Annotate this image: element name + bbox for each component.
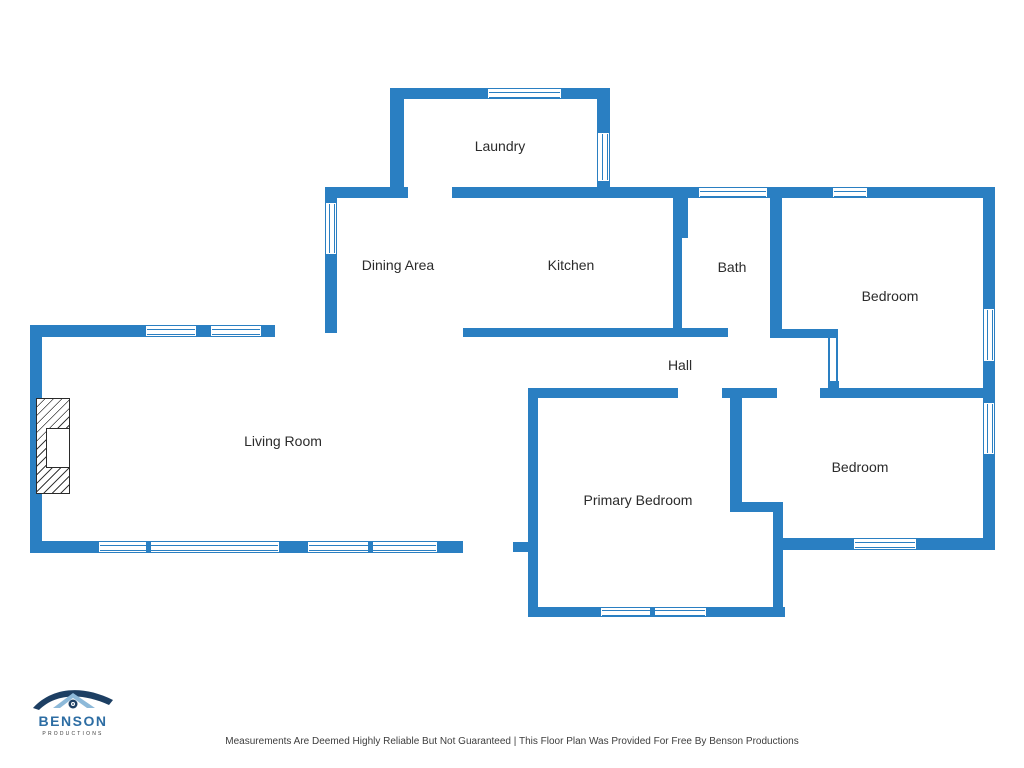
window-dining-left (325, 202, 337, 255)
door-jamb-left (828, 338, 830, 388)
wall-bedroom2-top (820, 388, 995, 398)
wall-primary-bedroom-left (528, 388, 538, 617)
footer-disclaimer: Measurements Are Deemed Highly Reliable … (225, 736, 799, 747)
wall-primary-bedroom-top (528, 388, 678, 398)
room-label-hall: Hall (667, 357, 693, 373)
wall-right-exterior (983, 187, 995, 550)
wall-bedrooms-divider (773, 502, 783, 617)
wall-top-kitchen (452, 187, 698, 198)
wall-closet-jog (730, 502, 782, 512)
window-mullion (146, 541, 151, 553)
wall-entry-stub (513, 542, 528, 552)
room-label-kitchen: Kitchen (547, 257, 595, 273)
room-label-dining-area: Dining Area (361, 257, 435, 273)
window-living-top-1 (145, 325, 197, 337)
room-label-primary-bedroom: Primary Bedroom (583, 492, 693, 508)
door-jamb-right (836, 338, 838, 388)
wall-top-bath-bedroom (768, 187, 832, 198)
window-mullion (650, 607, 655, 617)
wall-hall-top-right (770, 329, 838, 338)
wall-primary-bedroom-right (730, 392, 742, 512)
fireplace-firebox (46, 428, 70, 468)
wall-kitchen-bath-lower (673, 238, 682, 332)
wall-top-right (868, 187, 995, 198)
room-label-bedroom-top: Bedroom (861, 288, 919, 304)
window-living-bottom-1 (98, 541, 280, 553)
window-bedroom2-right (983, 402, 995, 455)
room-label-bedroom-bottom: Bedroom (831, 459, 889, 475)
logo-house-icon (33, 690, 113, 710)
wall-laundry-left (390, 88, 404, 191)
window-bath-top (698, 187, 768, 198)
window-bedroom-top (832, 187, 868, 198)
window-living-top-2 (210, 325, 262, 337)
wall-top-dining (325, 187, 408, 198)
window-laundry-top (487, 88, 562, 99)
room-label-living-room: Living Room (244, 433, 322, 449)
window-bedroom-right (983, 308, 995, 362)
wall-hall-bottom-mid (722, 388, 777, 398)
room-label-bath: Bath (717, 259, 747, 275)
wall-bath-right (770, 198, 782, 338)
logo: BENSON PRODUCTIONS (25, 684, 121, 737)
window-mullion (368, 541, 373, 553)
window-bedroom2-bottom (853, 538, 917, 550)
wall-door-stub (829, 381, 839, 388)
logo-name: BENSON (38, 713, 108, 729)
wall-kitchen-bath-upper (673, 187, 688, 238)
logo-tagline: PRODUCTIONS (42, 731, 104, 737)
room-label-laundry: Laundry (474, 138, 526, 154)
wall-kitchen-bottom (463, 328, 728, 337)
window-laundry-right (597, 132, 610, 182)
